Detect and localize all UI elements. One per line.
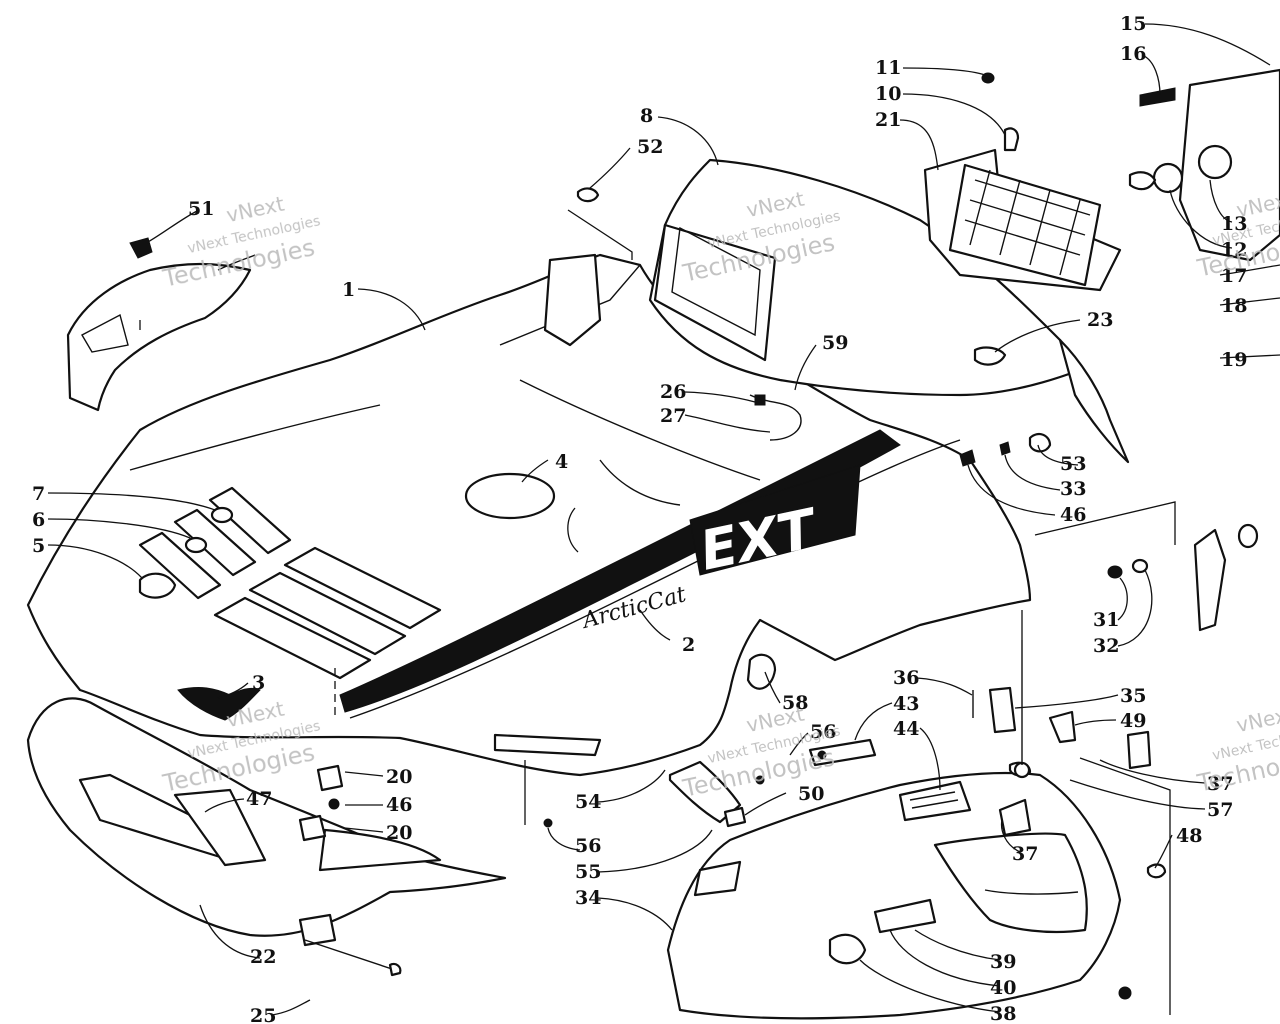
- side-panel-51: [66, 262, 252, 412]
- callout-17: 17: [1221, 265, 1247, 287]
- callout-19: 19: [1221, 349, 1247, 371]
- callout-54: 54: [575, 791, 601, 813]
- callout-37-center: 37: [1012, 843, 1038, 865]
- callout-35: 35: [1120, 685, 1146, 707]
- callout-10: 10: [875, 83, 901, 105]
- callout-37-right: 37: [1207, 773, 1233, 795]
- headlight-21: [923, 127, 1122, 292]
- callout-26: 26: [660, 381, 686, 403]
- bumper-22: [26, 697, 507, 937]
- callout-59: 59: [822, 332, 848, 354]
- leader-lines: [47, 23, 1280, 1016]
- callout-39: 39: [990, 951, 1016, 973]
- callout-34: 34: [575, 887, 601, 909]
- callout-43: 43: [893, 693, 919, 715]
- callout-15: 15: [1120, 13, 1146, 35]
- callout-25: 25: [250, 1005, 276, 1024]
- callout-44: 44: [893, 718, 919, 740]
- callout-49: 49: [1120, 710, 1146, 732]
- callout-56-right: 56: [810, 721, 836, 743]
- drawing: EXT ArcticCat: [26, 68, 1280, 1020]
- watermark-6: vNext vNext Technologies Technologies: [1194, 702, 1280, 798]
- callout-58: 58: [782, 692, 808, 714]
- callout-18: 18: [1221, 295, 1247, 317]
- callout-21: 21: [875, 109, 901, 131]
- callout-23: 23: [1087, 309, 1113, 331]
- svg-text:vNext: vNext: [1234, 702, 1280, 738]
- callout-5: 5: [32, 535, 45, 557]
- callout-2: 2: [682, 634, 695, 656]
- callout-38: 38: [990, 1003, 1016, 1024]
- callouts: 1 2 3 4 5 6 7 8 10 11 12 13 15 16 17 18 …: [32, 13, 1247, 1024]
- callout-50: 50: [798, 783, 824, 805]
- callout-13: 13: [1221, 213, 1247, 235]
- callout-46-lower: 46: [386, 794, 412, 816]
- callout-1: 1: [342, 279, 355, 301]
- callout-3: 3: [252, 672, 265, 694]
- callout-31: 31: [1093, 609, 1119, 631]
- callout-53: 53: [1060, 453, 1086, 475]
- callout-36: 36: [893, 667, 919, 689]
- callout-32: 32: [1093, 635, 1119, 657]
- callout-16: 16: [1120, 43, 1146, 65]
- callout-20-upper: 20: [386, 766, 412, 788]
- callout-46-upper: 46: [1060, 504, 1086, 526]
- callout-11: 11: [875, 57, 901, 79]
- watermark-1: vNext vNext Technologies Technologies: [160, 192, 322, 293]
- callout-7: 7: [32, 483, 45, 505]
- callout-56-left: 56: [575, 835, 601, 857]
- callout-8: 8: [640, 105, 653, 127]
- callout-57: 57: [1207, 799, 1233, 821]
- callout-33: 33: [1060, 478, 1086, 500]
- emblem-4: [464, 472, 556, 520]
- callout-51: 51: [188, 198, 214, 220]
- callout-27: 27: [660, 405, 686, 427]
- callout-6: 6: [32, 509, 45, 531]
- wing-emblem-3: [177, 687, 261, 721]
- callout-55: 55: [575, 861, 601, 883]
- callout-20-lower: 20: [386, 822, 412, 844]
- callout-22: 22: [250, 946, 276, 968]
- callout-52: 52: [637, 136, 663, 158]
- bulb-assembly: [1128, 68, 1280, 262]
- callout-40: 40: [990, 977, 1016, 999]
- callout-12: 12: [1221, 239, 1247, 261]
- callout-48: 48: [1176, 825, 1202, 847]
- callout-4: 4: [555, 451, 568, 473]
- callout-47: 47: [246, 788, 272, 810]
